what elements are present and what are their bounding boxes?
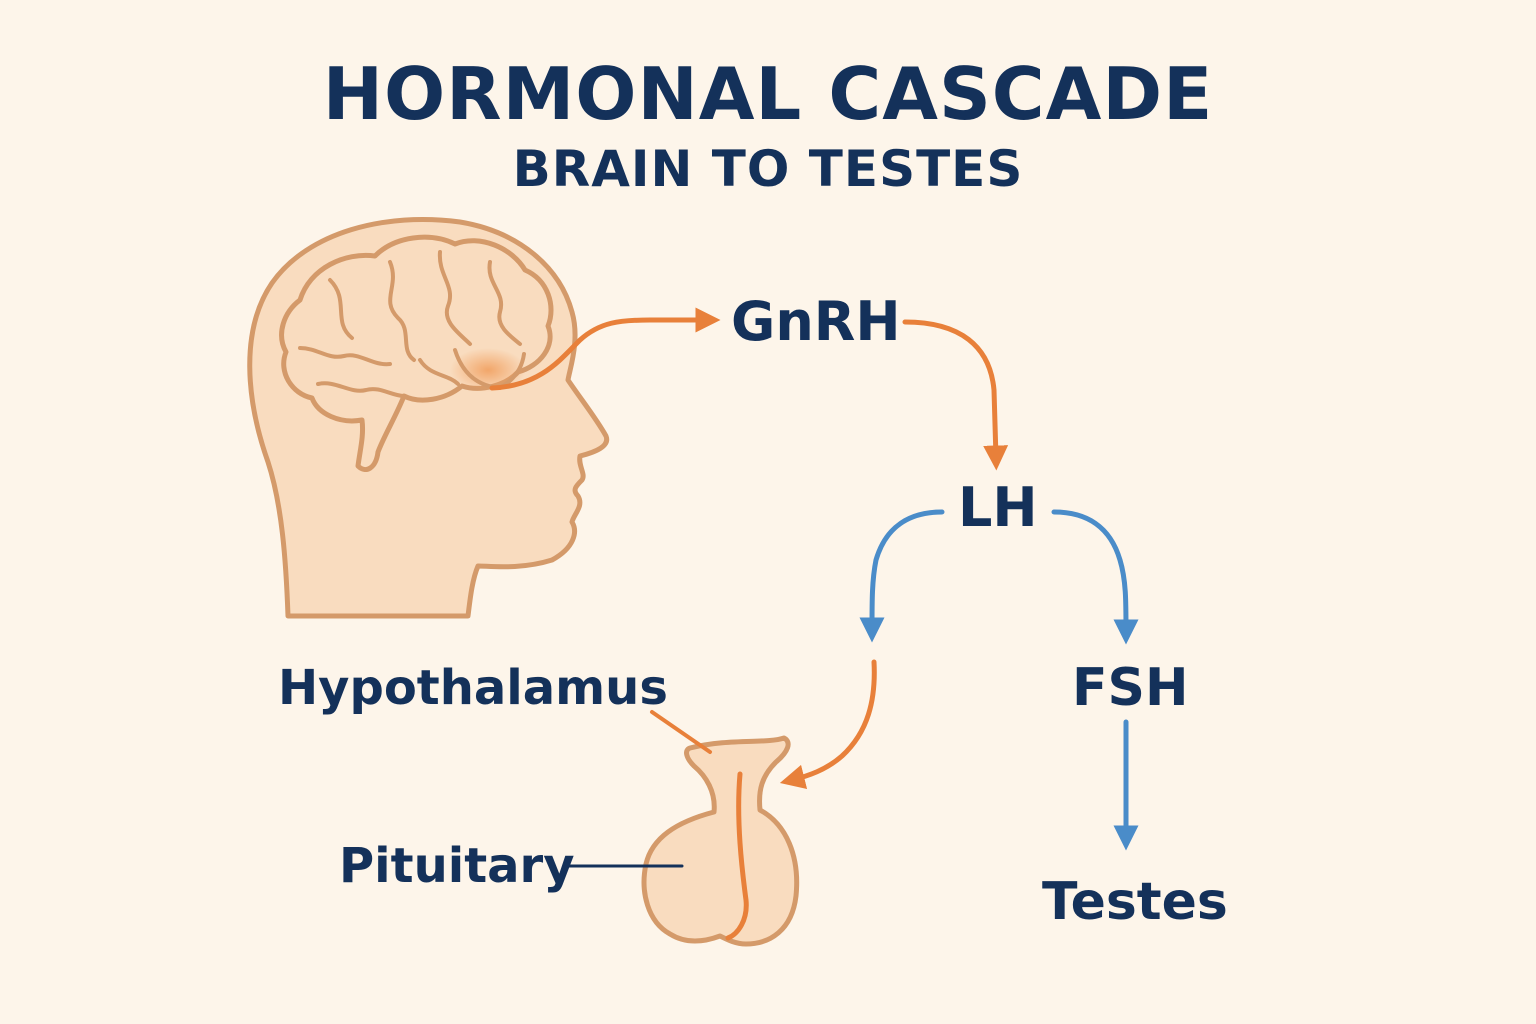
pituitary-gland-icon	[641, 735, 800, 947]
diagram-title: HORMONAL CASCADE	[322, 52, 1214, 136]
label-hypothalamus: Hypothalamus	[278, 660, 668, 716]
hypothalamus-leader-line	[650, 710, 712, 754]
node-fsh: FSH	[1072, 658, 1189, 718]
arrow-to-pituitary	[779, 659, 877, 790]
node-testes: Testes	[1042, 872, 1228, 932]
arrow-brain-to-gnrh	[489, 307, 721, 391]
arrow-gnrh-to-lh	[902, 319, 1009, 471]
node-gnrh: GnRH	[731, 290, 901, 353]
arrow-lh-to-left	[859, 509, 945, 643]
brain-icon	[279, 234, 554, 472]
arrow-lh-to-fsh	[1051, 509, 1139, 645]
node-lh: LH	[958, 476, 1038, 539]
diagram-subtitle: BRAIN TO TESTES	[512, 140, 1024, 198]
label-pituitary: Pituitary	[339, 838, 575, 894]
